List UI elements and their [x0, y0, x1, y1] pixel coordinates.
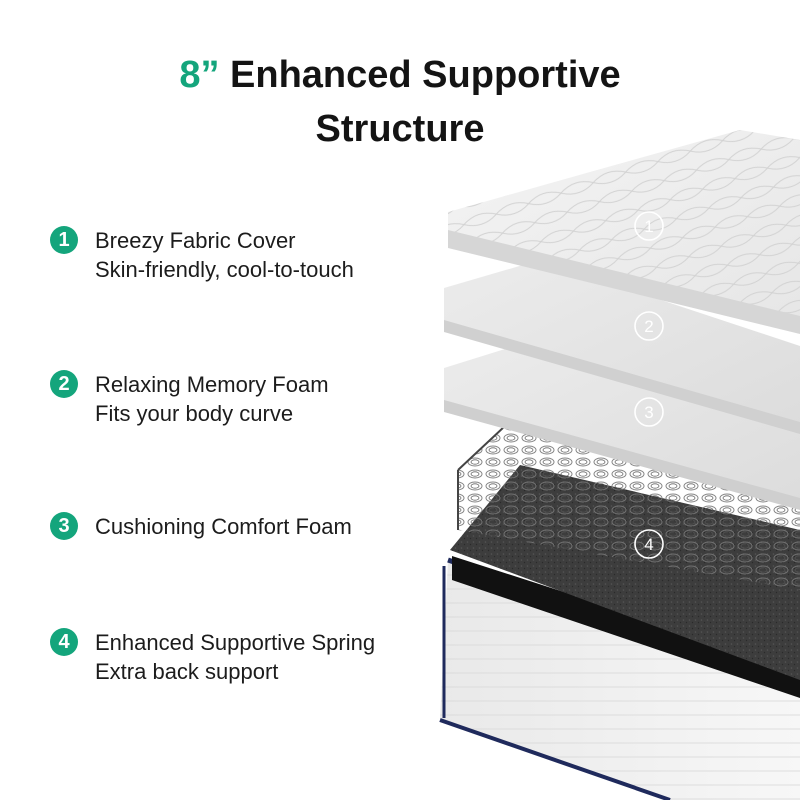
title-line-1: Enhanced Supportive [230, 54, 621, 96]
page-title: 8” Enhanced Supportive Structure [0, 48, 800, 156]
layer-marker-circle [634, 211, 664, 241]
feature-desc: Extra back support [95, 659, 279, 684]
feature-name: Enhanced Supportive Spring [95, 630, 376, 655]
memory-foam-layer [444, 260, 800, 434]
layer-marker-circle [634, 397, 664, 427]
layer-marker-circle [634, 529, 664, 559]
layer-marker-1: 1 [644, 217, 653, 236]
feature-number-badge: 2 [50, 370, 78, 398]
feature-name: Relaxing Memory Foam [95, 372, 329, 397]
feature-item-comfort-foam: 3 Cushioning Comfort Foam [50, 512, 430, 541]
feature-item-fabric-cover: 1 Breezy Fabric Cover Skin-friendly, coo… [50, 226, 430, 284]
feature-number-badge: 4 [50, 628, 78, 656]
mattress-layers-illustration: 1 2 3 4 [439, 130, 800, 800]
layer-marker-4: 4 [644, 535, 653, 554]
feature-desc: Skin-friendly, cool-to-touch [95, 257, 354, 282]
layer-marker-circle [634, 311, 664, 341]
feature-desc: Fits your body curve [95, 401, 294, 426]
feature-number-badge: 1 [50, 226, 78, 254]
layer-marker-2: 2 [644, 317, 653, 336]
layer-marker-3: 3 [644, 403, 653, 422]
feature-name: Breezy Fabric Cover [95, 228, 296, 253]
base-band [452, 556, 800, 698]
feature-name: Cushioning Comfort Foam [95, 514, 352, 539]
feature-item-memory-foam: 2 Relaxing Memory Foam Fits your body cu… [50, 370, 430, 428]
feature-number-badge: 3 [50, 512, 78, 540]
title-line-2: Structure [315, 108, 485, 150]
comfort-foam-layer [444, 338, 800, 510]
feature-item-support-spring: 4 Enhanced Supportive Spring Extra back … [50, 628, 430, 686]
fabric-cover-layer [448, 130, 800, 334]
title-accent: 8” [179, 54, 220, 96]
